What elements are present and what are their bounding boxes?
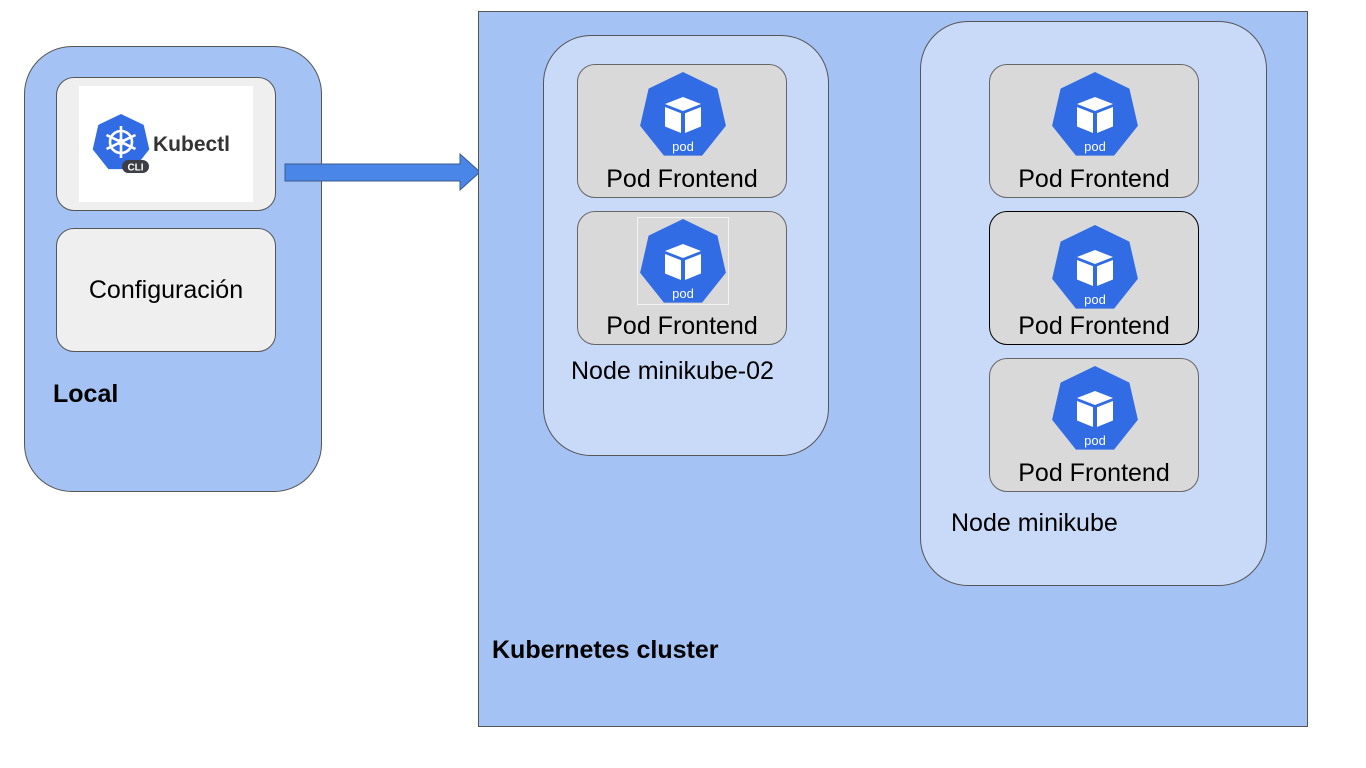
pod-frontend: pod Pod Frontend bbox=[577, 64, 787, 198]
kubectl-wordmark: Kubectl bbox=[153, 133, 230, 156]
pod-frontend: pod Pod Frontend bbox=[989, 358, 1199, 492]
pod-icon-text: pod bbox=[1084, 139, 1106, 154]
node-label: Node minikube-02 bbox=[571, 357, 774, 385]
pod-icon-text: pod bbox=[672, 139, 694, 154]
pod-label: Pod Frontend bbox=[1018, 459, 1170, 487]
cluster-title: Kubernetes cluster bbox=[492, 636, 719, 664]
pod-icon-text: pod bbox=[1084, 433, 1106, 448]
local-title: Local bbox=[53, 380, 119, 408]
pod-frontend: pod Pod Frontend bbox=[989, 64, 1199, 198]
kubernetes-pod-icon: pod bbox=[640, 72, 726, 156]
kubernetes-pod-icon: pod bbox=[1052, 72, 1138, 156]
pod-label: Pod Frontend bbox=[606, 312, 758, 340]
cli-badge: CLI bbox=[127, 163, 143, 174]
pod-icon-text: pod bbox=[1084, 292, 1106, 307]
pod-icon-text: pod bbox=[672, 286, 694, 301]
configuration-box: Configuración bbox=[56, 228, 276, 352]
pod-label: Pod Frontend bbox=[606, 165, 758, 193]
kubectl-logo: CLI Kubectl bbox=[79, 86, 253, 202]
pod-label: Pod Frontend bbox=[1018, 312, 1170, 340]
configuration-label: Configuración bbox=[88, 275, 244, 304]
pod-frontend: pod Pod Frontend bbox=[577, 211, 787, 345]
node-label: Node minikube bbox=[951, 509, 1118, 537]
kubernetes-helm-icon: CLI Kubectl bbox=[92, 114, 230, 174]
pod-frontend: pod Pod Frontend bbox=[989, 211, 1199, 345]
kubernetes-pod-icon: pod bbox=[1052, 225, 1138, 309]
kubernetes-pod-icon: pod bbox=[637, 217, 729, 305]
right-arrow-icon bbox=[284, 152, 481, 192]
pod-label: Pod Frontend bbox=[1018, 165, 1170, 193]
kubernetes-pod-icon: pod bbox=[1052, 366, 1138, 450]
